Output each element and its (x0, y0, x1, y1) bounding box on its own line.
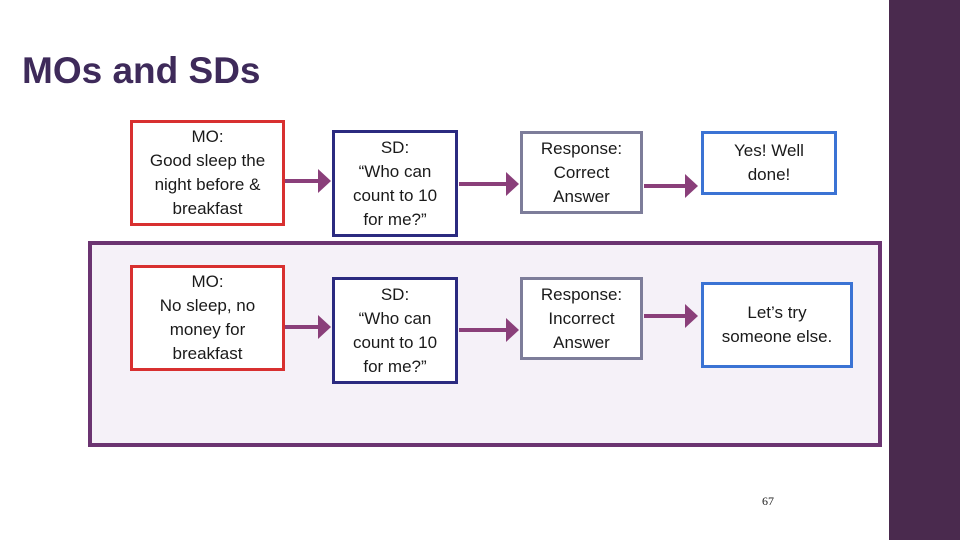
row-1-response-box: Response: Correct Answer (520, 131, 643, 214)
row-1-outcome-text: Yes! Well done! (734, 141, 804, 184)
row-2-arrow-1 (285, 315, 331, 339)
row-2-outcome-box: Let’s try someone else. (701, 282, 853, 368)
row-2-mo-text: MO: No sleep, no money for breakfast (159, 272, 256, 363)
row-2-response-text: Response: Incorrect Answer (540, 284, 623, 352)
row-2-sd-text: SD: “Who can count to 10 for me?” (352, 284, 438, 376)
row-1-arrow-2 (459, 172, 519, 196)
row-1-response-text: Response: Correct Answer (540, 138, 623, 206)
sidebar-accent (889, 0, 960, 540)
slide-title: MOs and SDs (22, 50, 261, 91)
row-1-sd-box: SD: “Who can count to 10 for me?” (332, 130, 458, 237)
row-2-arrow-3 (644, 304, 698, 328)
row-2-sd-box: SD: “Who can count to 10 for me?” (332, 277, 458, 384)
row-2-mo-box: MO: No sleep, no money for breakfast (130, 265, 285, 371)
row-1-arrow-1 (285, 169, 331, 193)
row-1-mo-box: MO: Good sleep the night before & breakf… (130, 120, 285, 226)
row-1-arrow-3 (644, 174, 698, 198)
row-2-response-box: Response: Incorrect Answer (520, 277, 643, 360)
row-2-arrow-2 (459, 318, 519, 342)
row-1-mo-text: MO: Good sleep the night before & breakf… (149, 127, 266, 218)
page-number: 67 (762, 494, 774, 508)
row-2-outcome-text: Let’s try someone else. (721, 303, 833, 346)
row-1-sd-text: SD: “Who can count to 10 for me?” (352, 137, 438, 229)
row-1-outcome-box: Yes! Well done! (701, 131, 837, 195)
